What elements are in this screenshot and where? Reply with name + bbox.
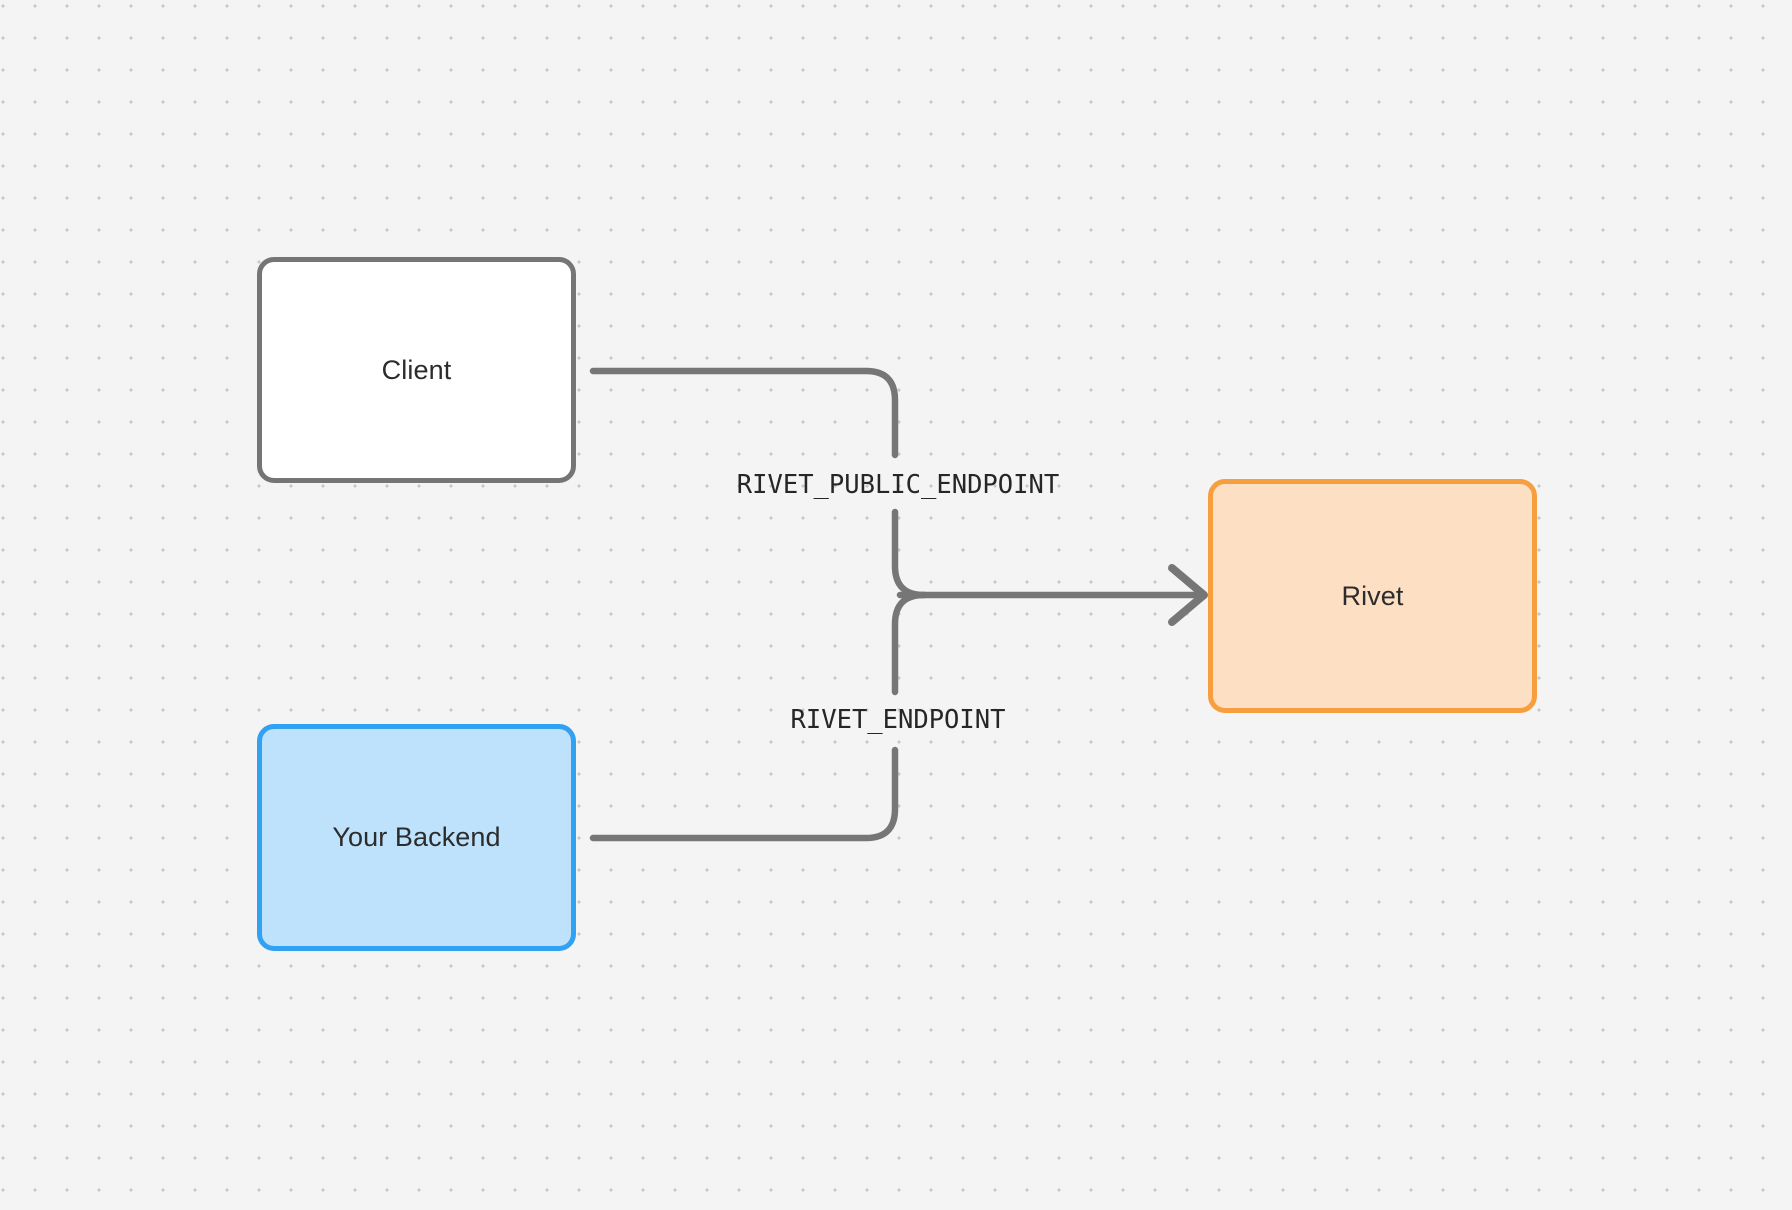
edge-client-to-rivet-segment-bottom bbox=[891, 508, 928, 599]
node-rivet[interactable]: Rivet bbox=[1208, 479, 1537, 713]
arrowhead-icon bbox=[1168, 564, 1208, 626]
node-client[interactable]: Client bbox=[257, 257, 576, 483]
edge-backend-to-rivet-segment-bottom bbox=[589, 746, 899, 842]
node-rivet-label: Rivet bbox=[1341, 580, 1404, 611]
edge-client-to-rivet-segment-top bbox=[589, 367, 899, 459]
node-your-backend-label: Your Backend bbox=[332, 822, 501, 853]
node-client-label: Client bbox=[381, 354, 452, 385]
edge-label-rivet-public-endpoint: RIVET_PUBLIC_ENDPOINT bbox=[736, 470, 1060, 500]
node-your-backend[interactable]: Your Backend bbox=[257, 724, 576, 951]
edge-backend-to-rivet-segment-top bbox=[891, 591, 928, 696]
edge-label-rivet-endpoint: RIVET_ENDPOINT bbox=[790, 705, 1006, 735]
